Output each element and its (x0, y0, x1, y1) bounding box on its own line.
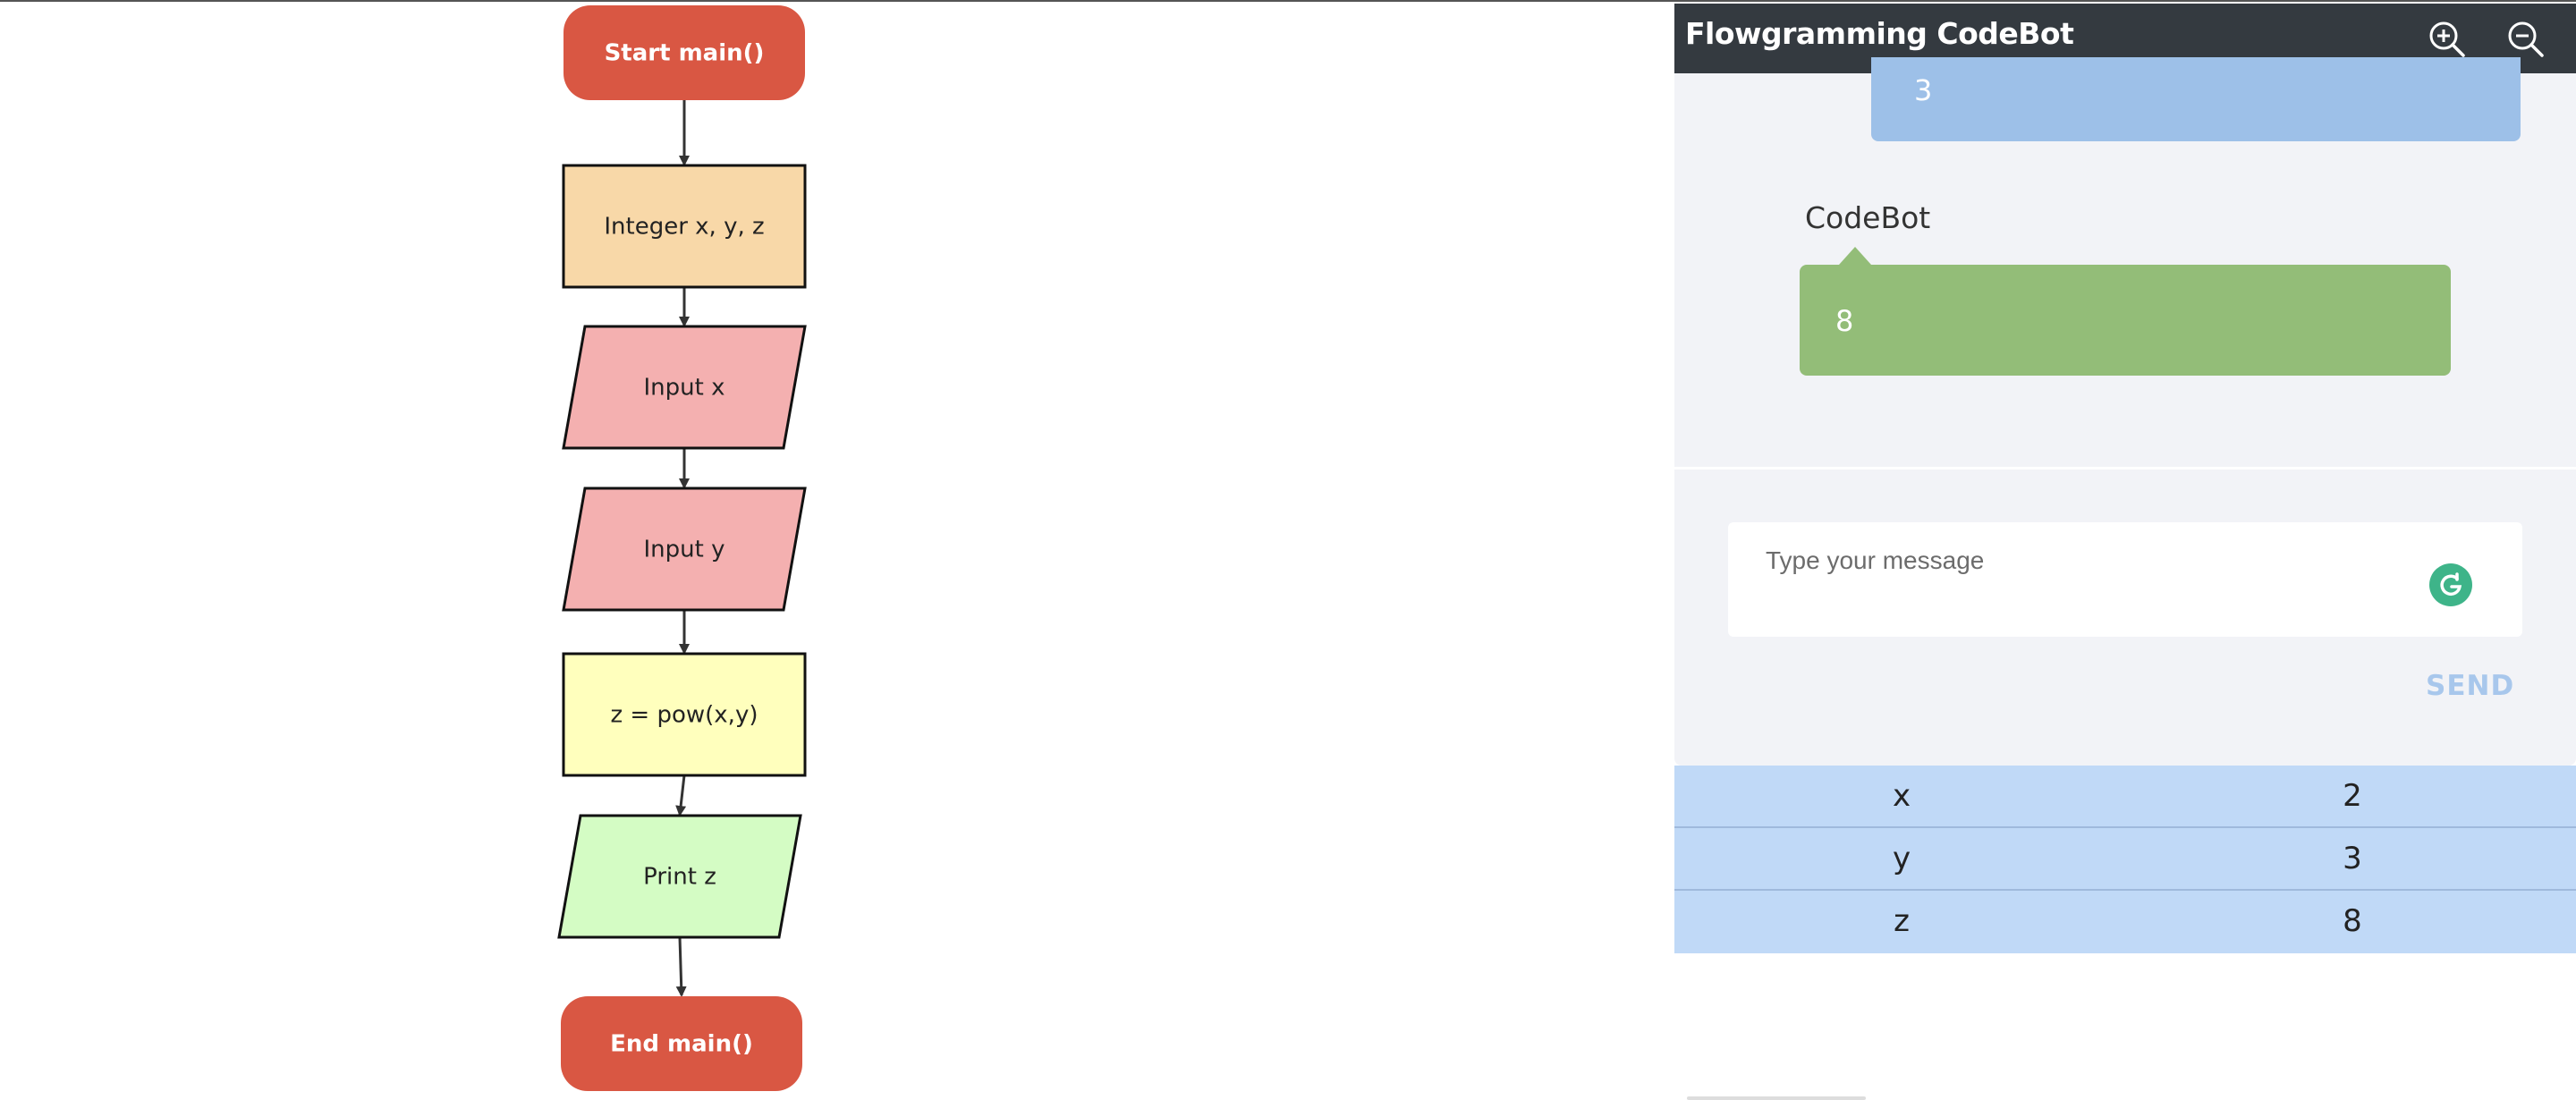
message-box (1728, 522, 2522, 637)
start-node[interactable]: Start main() (564, 5, 805, 100)
variable-table: x 2 y 3 z 8 (1674, 766, 2576, 953)
chat-title: Flowgramming CodeBot (1685, 16, 2074, 51)
variable-row: z 8 (1674, 891, 2576, 953)
print-node[interactable]: Print z (557, 814, 802, 939)
user-message-text: 3 (1914, 73, 1933, 107)
start-node-shape (564, 5, 805, 100)
flowchart-nodes: Start main() Integer x, y, z Input x Input … (557, 5, 807, 1091)
input-x-node[interactable]: Input x (562, 325, 807, 450)
flow-arrow (675, 936, 687, 997)
bot-message-bubble: 8 (1800, 265, 2451, 376)
scroll-stub (1687, 1096, 1866, 1100)
input-x-node-shape (562, 325, 807, 450)
variable-name: z (1894, 903, 1910, 939)
start-node-label: Start main() (605, 40, 765, 67)
flowchart-canvas[interactable]: Start main() Integer x, y, z Input x Input … (0, 0, 1664, 1100)
print-node-label: Print z (643, 864, 716, 891)
input-y-node[interactable]: Input y (562, 487, 807, 612)
assign-node-label: z = pow(x,y) (611, 702, 758, 729)
end-node-label: End main() (610, 1031, 753, 1058)
input-x-node-label: Input x (644, 375, 725, 402)
input-y-node-shape (562, 487, 807, 612)
variable-row: y 3 (1674, 828, 2576, 891)
variable-row: x 2 (1674, 766, 2576, 828)
flow-arrow (675, 774, 687, 817)
user-message-bubble: 3 (1871, 57, 2521, 141)
bot-message-text: 8 (1835, 304, 1854, 338)
variable-name: x (1892, 778, 1911, 814)
variable-name: y (1892, 841, 1911, 876)
declare-node-label: Integer x, y, z (604, 214, 764, 241)
grammarly-icon[interactable] (2429, 563, 2472, 606)
bot-name-label: CodeBot (1805, 200, 1931, 235)
chat-divider (1674, 467, 2576, 470)
variable-value: 8 (2343, 903, 2362, 939)
assign-node[interactable]: z = pow(x,y) (562, 652, 807, 777)
end-node[interactable]: End main() (561, 996, 802, 1091)
input-y-node-label: Input y (644, 537, 725, 563)
declare-node[interactable]: Integer x, y, z (562, 164, 807, 289)
variable-value: 3 (2343, 841, 2362, 876)
top-border (0, 0, 2576, 2)
message-input[interactable] (1764, 542, 2447, 580)
variable-value: 2 (2343, 778, 2362, 814)
assign-node-shape (562, 652, 807, 777)
send-button[interactable]: SEND (2426, 670, 2515, 702)
bot-bubble-tail (1839, 247, 1871, 265)
zoom-out-icon[interactable] (2504, 18, 2547, 61)
declare-node-shape (562, 164, 807, 289)
print-node-shape (557, 814, 802, 939)
codebot-panel: Flowgramming CodeBot 3 CodeBot 8 (1674, 4, 2576, 766)
zoom-in-icon[interactable] (2426, 18, 2469, 61)
flowchart-edges (675, 100, 690, 997)
end-node-shape (561, 996, 802, 1091)
